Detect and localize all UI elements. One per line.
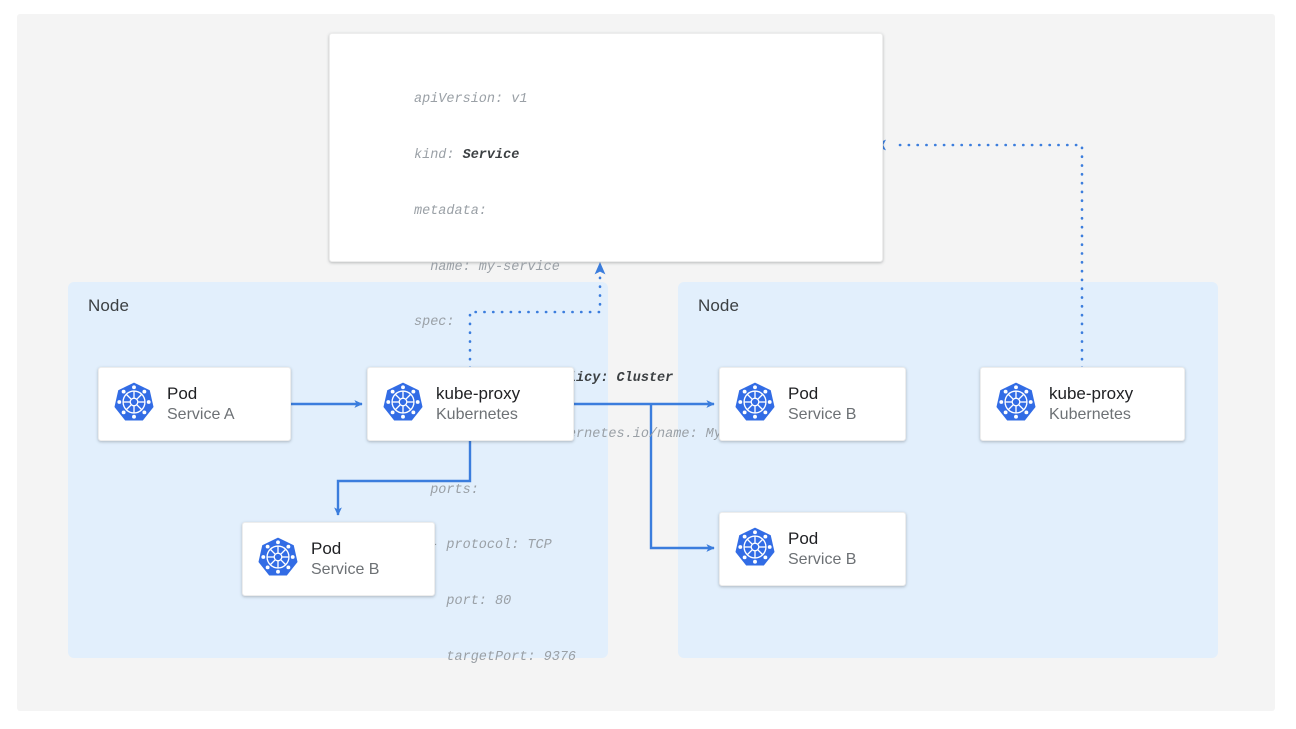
card-title: Pod (788, 528, 819, 548)
kubernetes-icon (734, 381, 776, 428)
node-left-label: Node (88, 296, 130, 315)
card-kube-proxy-right[interactable]: kube-proxy Kubernetes (980, 367, 1185, 441)
card-subtitle: Kubernetes (436, 405, 518, 423)
yaml-line-name: name: my-service (414, 259, 560, 275)
card-text: Pod Service B (788, 529, 856, 569)
service-spec-card: apiVersion: v1 kind: Service metadata: n… (329, 33, 883, 665)
card-pod-service-a[interactable]: Pod Service A (98, 367, 291, 441)
kubernetes-icon (113, 381, 155, 428)
yaml-kind-value: Service (462, 147, 520, 163)
card-pod-service-b-right-top[interactable]: Pod Service B (719, 367, 906, 441)
card-text: kube-proxy Kubernetes (1049, 384, 1133, 424)
card-text: kube-proxy Kubernetes (436, 384, 520, 424)
yaml-line-ports: ports: (414, 482, 479, 498)
kubernetes-icon (995, 381, 1037, 428)
card-title: Pod (167, 383, 198, 403)
card-subtitle: Service B (788, 550, 857, 568)
node-right-group (678, 282, 1218, 658)
card-title: kube-proxy (1049, 383, 1134, 403)
yaml-line-kind: kind: Service (414, 147, 746, 166)
card-text: Pod Service B (311, 539, 379, 579)
card-title: kube-proxy (436, 383, 521, 403)
card-subtitle: Service B (788, 405, 857, 423)
yaml-line-spec: spec: (414, 315, 455, 331)
kubernetes-icon (734, 526, 776, 573)
card-title: Pod (311, 538, 342, 558)
card-subtitle: Kubernetes (1049, 405, 1131, 423)
yaml-line-apiversion: apiVersion: v1 (414, 92, 528, 108)
card-title: Pod (788, 383, 819, 403)
card-pod-service-b-left[interactable]: Pod Service B (242, 522, 435, 596)
card-subtitle: Service A (167, 405, 235, 423)
kubernetes-icon (382, 381, 424, 428)
kubernetes-icon (257, 536, 299, 583)
card-subtitle: Service B (311, 560, 380, 578)
yaml-kind-key: kind: (414, 147, 463, 163)
card-kube-proxy-left[interactable]: kube-proxy Kubernetes (367, 367, 574, 441)
card-text: Pod Service A (167, 384, 235, 424)
yaml-line-metadata: metadata: (414, 203, 487, 219)
card-text: Pod Service B (788, 384, 856, 424)
card-pod-service-b-right-bottom[interactable]: Pod Service B (719, 512, 906, 586)
yaml-line-protocol: - protocol: TCP (414, 538, 552, 554)
yaml-line-target-port: targetPort: 9376 (414, 650, 577, 665)
node-right-label: Node (698, 296, 740, 315)
yaml-line-port: port: 80 (414, 594, 512, 610)
